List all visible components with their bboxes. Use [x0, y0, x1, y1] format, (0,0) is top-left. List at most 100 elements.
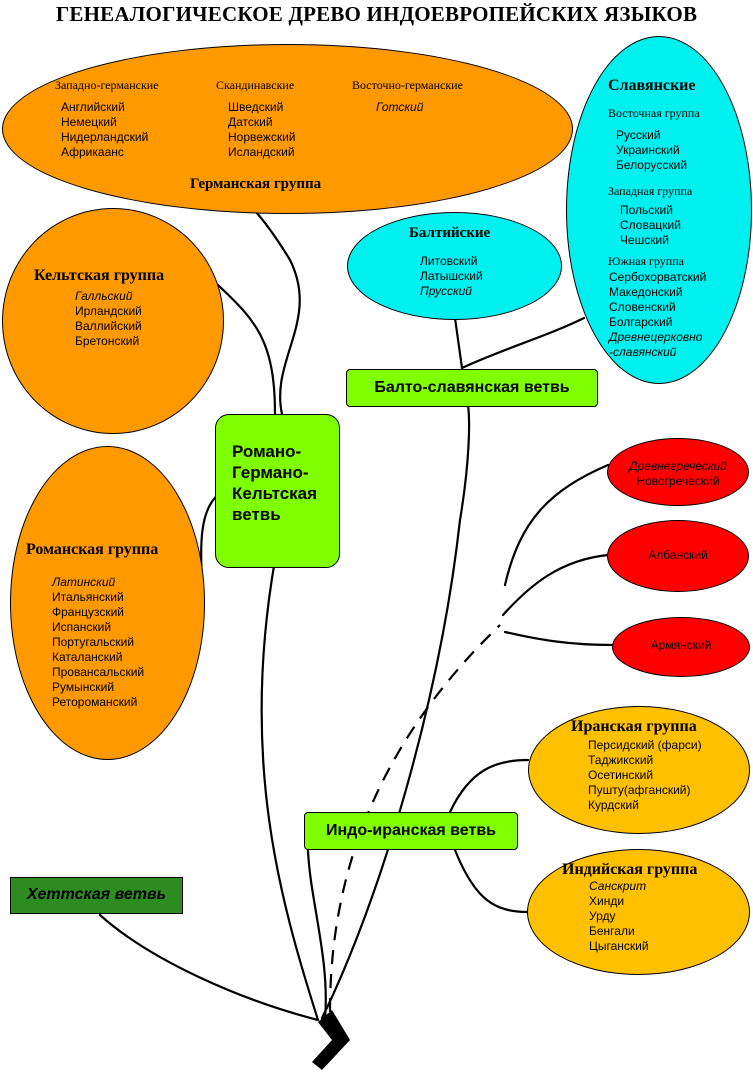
- tree-root-stump: [312, 1010, 350, 1070]
- armenian-ellipse: [612, 617, 750, 677]
- language-item: Каталанский: [52, 650, 123, 664]
- extinct-language-item: Прусский: [420, 284, 472, 298]
- albanian-ellipse: [607, 520, 749, 592]
- slavic-west-label: Западная группа: [608, 184, 693, 198]
- language-item: Немецкий: [61, 115, 117, 129]
- west-germanic-label: Западно-германские: [55, 78, 159, 92]
- branch-label-line: Романо-: [232, 442, 302, 461]
- indian-group-ellipse: [527, 849, 750, 975]
- iranian-group-ellipse: [528, 706, 750, 834]
- indo-iranian-to-indian-line: [453, 848, 530, 914]
- language-item: Украинский: [616, 143, 680, 157]
- language-item: Шведский: [228, 100, 284, 114]
- celtic-group-ellipse: [2, 208, 224, 434]
- extinct-language-item: Древнецерковно: [609, 330, 703, 344]
- language-item: Курдский: [588, 798, 639, 812]
- language-item: Норвежский: [228, 130, 296, 144]
- extinct-language-item: Древнегреческий: [629, 459, 727, 473]
- language-item: Бенгали: [589, 924, 635, 938]
- language-item: Латышский: [420, 269, 483, 283]
- language-item: Хинди: [589, 894, 625, 908]
- language-item: Африкаанс: [61, 145, 124, 159]
- language-item: Словенский: [609, 300, 676, 314]
- branch-to-armenian-line: [503, 630, 615, 647]
- romance-group-header: Романская группа: [26, 541, 159, 558]
- iranian-list: Персидский (фарси) Таджикский Осетинский…: [588, 738, 702, 813]
- germanic-group-header: Германская группа: [190, 176, 322, 192]
- west-germanic-list: Английский Немецкий Нидерландский Африка…: [61, 100, 148, 160]
- language-item: Исландский: [228, 145, 295, 159]
- language-item: Белорусский: [616, 158, 688, 172]
- language-item: Польский: [620, 203, 673, 217]
- celtic-group-header: Кельтская группа: [34, 267, 165, 284]
- slavic-east-label: Восточная группа: [608, 106, 700, 120]
- scandinavian-list: Шведский Датский Норвежский Исландский: [228, 100, 295, 160]
- slavic-group-header: Славянские: [608, 77, 696, 94]
- extinct-language-item: -славянский: [609, 345, 677, 359]
- language-item: Цыганский: [589, 939, 649, 953]
- language-item: Английский: [61, 100, 125, 114]
- language-item: Таджикский: [588, 753, 654, 767]
- romano-to-celtic-line: [216, 283, 277, 416]
- language-item: Урду: [589, 909, 616, 923]
- language-item: Румынский: [52, 680, 115, 694]
- scandinavian-label: Скандинавские: [216, 78, 295, 92]
- language-item: Словацкий: [620, 218, 681, 232]
- slavic-south-label: Южная группа: [608, 254, 684, 268]
- greek-ellipse: [607, 438, 749, 506]
- east-germanic-label: Восточно-германские: [352, 78, 463, 92]
- language-item: Литовский: [420, 254, 478, 268]
- slavic-west-list: Польский Словацкий Чешский: [620, 203, 681, 248]
- language-item: Осетинский: [588, 768, 654, 782]
- indo-iranian-to-iranian-line: [448, 758, 530, 814]
- language-item: Чешский: [620, 233, 669, 247]
- east-germanic-list: Готский: [376, 100, 423, 115]
- language-item: Ретороманский: [52, 695, 138, 709]
- romance-list: Латинский Итальянский Французский Испанс…: [52, 575, 144, 710]
- extinct-language-item: Санскрит: [589, 879, 647, 893]
- balto-slavic-to-slavic-line: [460, 316, 586, 370]
- branch-label-line: ветвь: [232, 505, 281, 524]
- language-item: Македонский: [609, 285, 683, 299]
- balto-slavic-to-baltic-line: [453, 316, 464, 370]
- hittite-branch-box: Хеттская ветвь: [10, 877, 183, 914]
- baltic-list: Литовский Латышский Прусский: [420, 254, 483, 299]
- trunk-to-indo-iranian-line: [306, 848, 327, 1020]
- trunk-to-romano-line: [260, 558, 320, 1022]
- language-item: Португальский: [52, 635, 135, 649]
- trunk-to-balto-slavic-line: [320, 403, 471, 1020]
- extinct-language-item: Латинский: [52, 575, 116, 589]
- language-item: Французский: [52, 605, 124, 619]
- language-item: Валлийский: [75, 319, 142, 333]
- romance-group-ellipse: [10, 446, 205, 760]
- branch-label-line: Германо-: [232, 463, 309, 482]
- germanic-group-ellipse: [2, 44, 573, 214]
- language-item: Ирландский: [75, 304, 142, 318]
- language-item: Провансальский: [52, 665, 145, 679]
- indo-iranian-branch-box: Индо-иранская ветвь: [304, 812, 518, 850]
- language-item: Испанский: [52, 620, 112, 634]
- language-item: Итальянский: [52, 590, 124, 604]
- language-item: Русский: [616, 128, 661, 142]
- language-item: Новогреческий: [636, 474, 720, 488]
- indian-list: Санскрит Хинди Урду Бенгали Цыганский: [589, 879, 649, 954]
- greek-list: Древнегреческий Новогреческий: [607, 459, 749, 489]
- branch-to-albanian-line: [501, 553, 610, 617]
- language-item: Бретонский: [75, 334, 140, 348]
- albanian-label: Албанский: [648, 548, 708, 562]
- branch-to-greek-line: [503, 463, 610, 587]
- language-item: Пушту(афганский): [588, 783, 691, 797]
- language-item: Персидский (фарси): [588, 738, 702, 752]
- romano-to-germanic-line: [243, 198, 301, 416]
- hittite-to-trunk-line: [98, 913, 320, 1022]
- armenian-label: Армянский: [650, 638, 712, 652]
- extinct-language-item: Галльский: [75, 289, 133, 303]
- extinct-language-item: Готский: [376, 100, 424, 114]
- romano-germano-celtic-branch-box: Романо- Германо- Кельтская ветвь: [215, 414, 340, 568]
- iranian-group-header: Иранская группа: [571, 718, 697, 735]
- page-title: ГЕНЕАЛОГИЧЕСКОЕ ДРЕВО ИНДОЕВРОПЕЙСКИХ ЯЗ…: [55, 2, 698, 26]
- language-item: Сербохорватский: [609, 270, 707, 284]
- celtic-list: Галльский Ирландский Валлийский Бретонск…: [75, 289, 142, 349]
